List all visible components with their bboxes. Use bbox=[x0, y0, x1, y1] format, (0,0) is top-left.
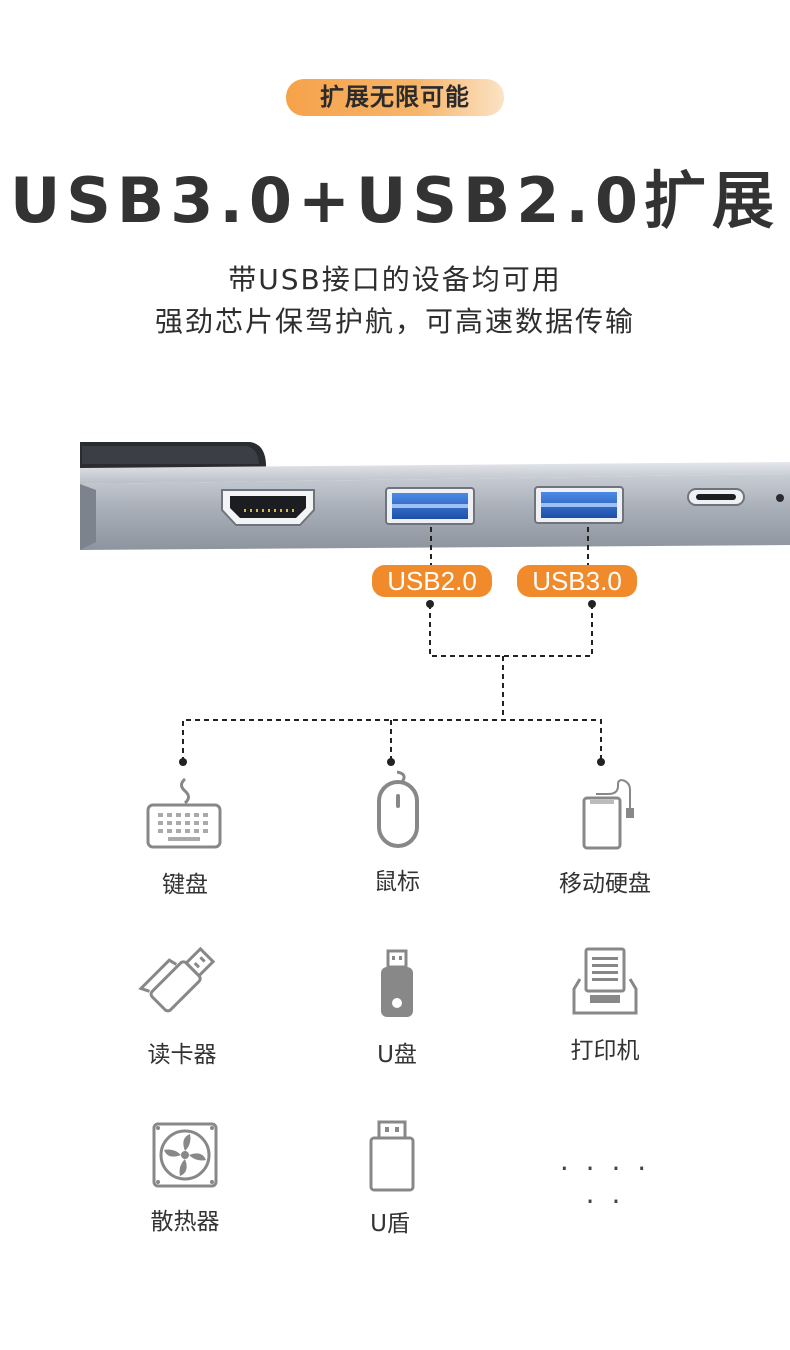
headline: USB3.0+USB2.0扩展 bbox=[9, 164, 781, 237]
device-label: 读卡器 bbox=[147, 1042, 217, 1068]
device-cooling-fan: 散热器 bbox=[115, 1120, 255, 1236]
external-drive-icon bbox=[582, 779, 634, 850]
subtitle-line-2: 强劲芯片保驾护航，可高速数据传输 bbox=[154, 305, 635, 338]
device-label: U盾 bbox=[370, 1211, 410, 1237]
connector-lines bbox=[179, 527, 605, 766]
device-external-drive: 移动硬盘 bbox=[535, 778, 675, 898]
device-label: 散热器 bbox=[150, 1209, 220, 1235]
card-reader-icon bbox=[138, 946, 216, 1013]
usb2-port-label: USB2.0 bbox=[372, 565, 492, 597]
device-label: 打印机 bbox=[570, 1038, 640, 1064]
device-label: 移动硬盘 bbox=[559, 871, 651, 897]
device-label: 键盘 bbox=[162, 872, 208, 898]
device-keyboard: 键盘 bbox=[115, 775, 255, 899]
usb-flash-drive-icon bbox=[381, 949, 413, 1017]
cooling-fan-icon bbox=[152, 1122, 218, 1188]
tagline-badge: 扩展无限可能 bbox=[286, 79, 504, 116]
usb-security-key-icon bbox=[369, 1120, 415, 1192]
usb-hub-product-image bbox=[80, 442, 790, 550]
device-card-reader: 读卡器 bbox=[112, 935, 252, 1069]
subtitle-line-1: 带USB接口的设备均可用 bbox=[228, 263, 562, 296]
keyboard-icon bbox=[146, 777, 222, 849]
device-mouse: 鼠标 bbox=[327, 770, 467, 896]
device-label: U盘 bbox=[377, 1042, 417, 1068]
device-label: 鼠标 bbox=[374, 869, 420, 895]
device-usb-security-key: U盾 bbox=[320, 1118, 460, 1238]
usb3-port-label: USB3.0 bbox=[517, 565, 637, 597]
printer-icon bbox=[572, 947, 638, 1015]
mouse-icon bbox=[377, 770, 419, 848]
device-usb-flash-drive: U盘 bbox=[327, 945, 467, 1069]
more-devices-ellipsis: · · · · · · bbox=[559, 1152, 651, 1218]
device-printer: 打印机 bbox=[535, 945, 675, 1065]
